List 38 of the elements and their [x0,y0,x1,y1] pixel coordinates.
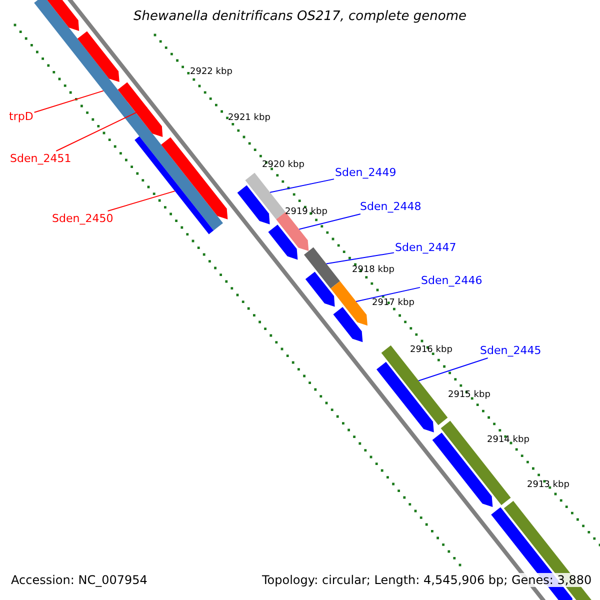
scale-label: 2916 kbp [410,345,452,355]
scale-label: 2915 kbp [448,390,490,400]
gene-feature [376,362,434,432]
info-text: Topology: circular; Length: 4,545,906 bp; Genes: 3,880 [260,573,594,587]
title: Shewanella denitrificans OS217, complete genome [132,9,468,24]
gene-feature [330,281,368,326]
scale-label: 2917 kbp [372,298,414,308]
gene-label: Sden_2448 [360,200,422,213]
gene-label: Sden_2445 [480,344,542,357]
leader-line [56,106,148,152]
leader-line [270,178,334,193]
scale-label: 2920 kbp [262,160,304,170]
gene-feature [134,136,214,234]
scale-label: 2918 kbp [352,265,394,275]
leader-line [418,358,488,382]
leader-line [34,90,104,113]
gene-label: Sden_2450 [52,212,114,225]
leader-line [298,214,361,230]
gene-label: Sden_2451 [10,152,72,165]
scale-label: 2914 kbp [487,435,530,445]
leader-line [356,286,420,302]
gene-feature [305,272,335,307]
gene-feature [245,172,286,220]
gene-label: Sden_2446 [421,274,482,287]
gene-feature [304,247,340,288]
gene-label: Sden_2449 [335,166,396,179]
scale-label: 2922 kbp [190,67,232,77]
gene-feature [237,185,270,224]
gene-feature [333,307,363,342]
scale-label: 2921 kbp [228,113,270,123]
info-text: Accession: NC_007954 [9,573,150,587]
leader-line [326,252,394,264]
scale-label: 2919 kbp [285,207,328,217]
gene-label: Sden_2447 [395,241,456,254]
leader-line [107,190,176,212]
scale-label: 2913 kbp [527,480,570,490]
gene-feature [268,224,298,260]
gene-label: trpD [9,110,34,123]
